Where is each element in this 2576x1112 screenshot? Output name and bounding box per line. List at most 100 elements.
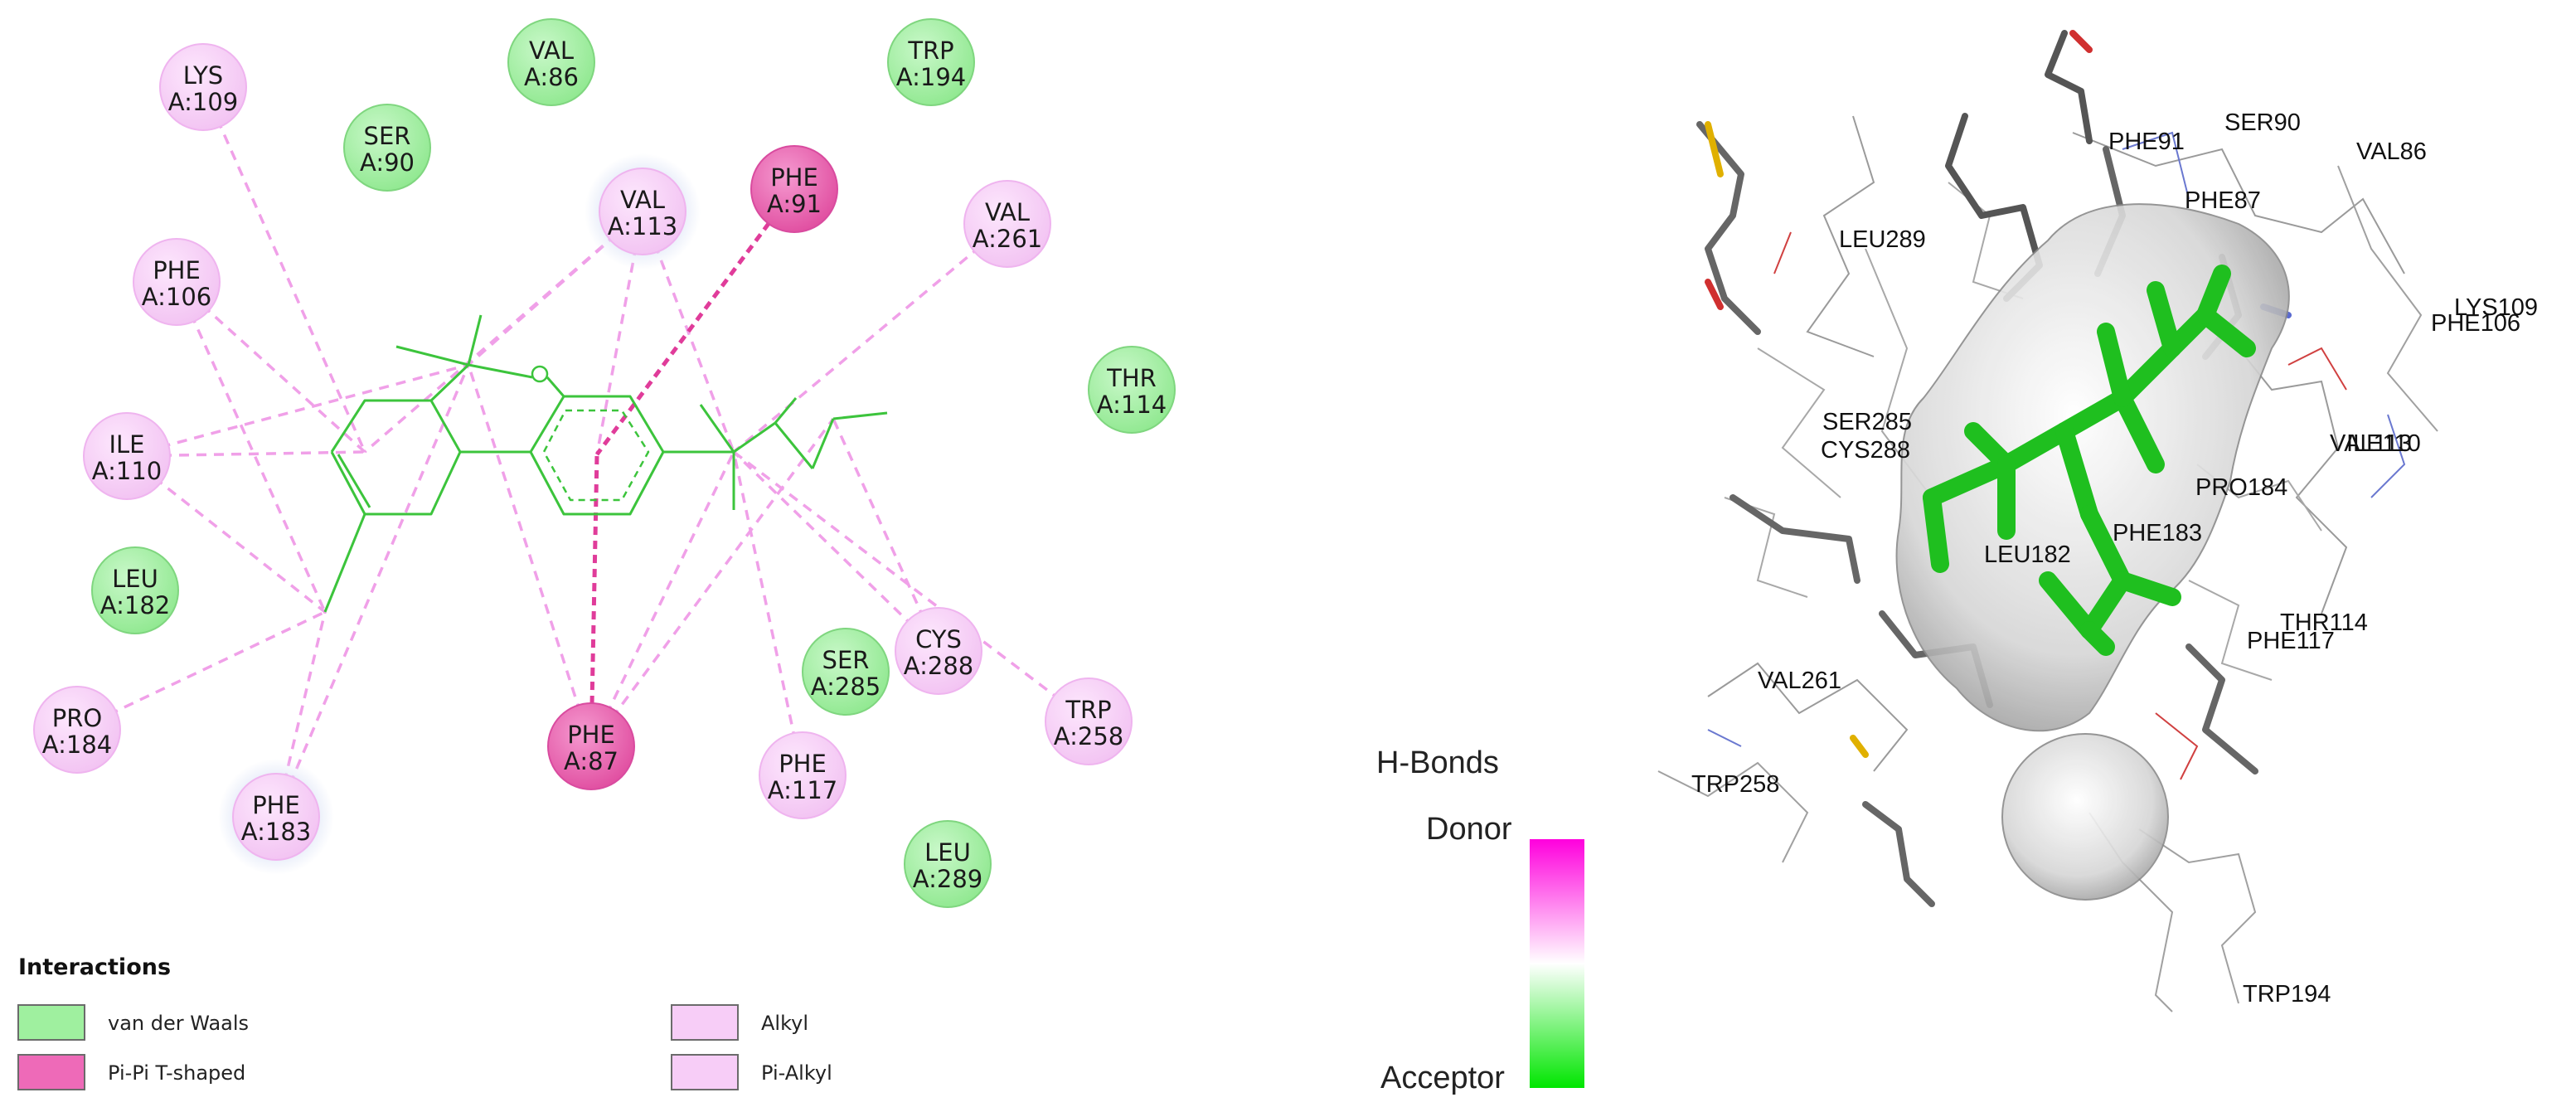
ligand-3d	[1923, 265, 2256, 656]
legend-swatch-vdw	[17, 1004, 85, 1041]
residue-number: A:285	[811, 673, 880, 701]
interaction-line-pro184-alkyl	[76, 610, 326, 731]
residue-disc	[343, 104, 431, 192]
residue-name: PHE	[770, 163, 818, 192]
residue-disc	[904, 820, 992, 908]
legend-label-pipi: Pi-Pi T-shaped	[108, 1061, 245, 1085]
interaction-line-phe117-alkyl	[732, 451, 804, 776]
interaction-line-phe87-pipi	[589, 454, 599, 747]
residue-name: PHE	[252, 791, 300, 819]
residue-name: PHE	[567, 721, 615, 749]
residue-disc	[83, 412, 171, 500]
residue-disc	[750, 145, 838, 233]
hbond-color-key: H-Bonds Donor Acceptor	[1376, 745, 1584, 1095]
residue-disc	[33, 686, 121, 774]
label-3d-phe117: PHE117	[2247, 628, 2335, 654]
residue-name: VAL	[529, 36, 574, 65]
interaction-line-phe87-alkyl	[467, 364, 593, 747]
interaction-line-val113-alkyl	[363, 210, 644, 454]
residue-number: A:182	[100, 591, 170, 619]
residue-number: A:91	[767, 190, 822, 218]
legend-swatch-alkyl	[671, 1004, 739, 1041]
residue-disc	[887, 18, 975, 106]
residue-disc	[133, 238, 221, 326]
interaction-line-ile110-alkyl	[126, 363, 469, 458]
label-3d-pro184: PRO184	[2195, 474, 2287, 501]
residue-disc	[802, 628, 890, 716]
residue-name: PHE	[153, 256, 201, 284]
residue-name: PHE	[779, 750, 827, 778]
residue-number: A:87	[564, 747, 619, 775]
label-3d-val86: VAL86	[2356, 138, 2427, 165]
residue-number: A:289	[913, 865, 982, 893]
interaction-line-phe106-alkyl	[175, 281, 327, 613]
interaction-line-val261-alkyl	[732, 222, 1009, 454]
interaction-line-phe91-pipi	[594, 187, 797, 456]
hbond-acceptor-label: Acceptor	[1380, 1061, 1505, 1095]
residue-number: A:117	[768, 776, 837, 804]
label-3d-phe183: PHE183	[2113, 520, 2202, 546]
residue-number: A:184	[42, 731, 112, 759]
label-3d-cys288: CYS288	[1821, 437, 1910, 464]
residue-name: VAL	[985, 198, 1030, 226]
interaction-line-cys288-alkyl	[732, 450, 940, 653]
residue-number: A:90	[360, 148, 415, 177]
residue-number: A:183	[241, 818, 311, 846]
legend-swatch-pi-alkyl	[671, 1054, 739, 1090]
residue-wireframe	[1657, 115, 2438, 1012]
residue-name: THR	[1106, 364, 1157, 392]
label-3d-lys109: LYS109	[2454, 294, 2538, 321]
legend-label-vdw: van der Waals	[108, 1012, 249, 1035]
residue-disc	[759, 731, 847, 819]
interaction-line-phe183-alkyl	[274, 364, 470, 818]
residue-disc	[1045, 677, 1133, 765]
label-3d-leu289: LEU289	[1839, 226, 1926, 253]
residue-disc	[507, 18, 595, 106]
residue-disc	[895, 607, 982, 695]
residue-name: VAL	[620, 186, 665, 214]
interactions-legend: Interactions van der Waals Pi-Pi T-shape…	[17, 954, 832, 1090]
residue-name: SER	[364, 122, 411, 150]
residue-disc	[1088, 346, 1176, 434]
residue-name: LEU	[112, 565, 158, 593]
residue-number: A:194	[896, 63, 966, 91]
residue-number: A:86	[524, 63, 579, 91]
residue-name: TRP	[907, 36, 953, 65]
interaction-lines	[76, 86, 1090, 818]
label-3d-val113: VAL113	[2330, 430, 2412, 457]
interaction-line-phe87-alkyl	[589, 451, 735, 747]
label-3d-leu182: LEU182	[1984, 541, 2071, 568]
label-3d-val261: VAL261	[1758, 668, 1841, 694]
hbond-gradient-bar	[1530, 839, 1584, 1088]
residue-number: A:288	[904, 652, 973, 680]
label-3d-phe91: PHE91	[2108, 129, 2185, 155]
interaction-line-phe87-alkyl	[589, 417, 835, 748]
interaction-diagram-2d: LYSA:109VALA:86TRPA:194SERA:90VALA:113PH…	[33, 18, 1176, 908]
molecular-surface	[1895, 203, 2290, 901]
residue-number: A:110	[92, 457, 162, 485]
residue-disc	[547, 702, 635, 790]
binding-pocket-3d: PHE91 SER90 VAL86 PHE87 LEU289 LYS109 PH…	[1657, 30, 2538, 1012]
residue-disc	[963, 180, 1051, 268]
residue-disc	[599, 168, 686, 255]
residue-disc	[91, 546, 179, 634]
label-3d-trp194: TRP194	[2243, 981, 2331, 1008]
legend-label-pi-alkyl: Pi-Alkyl	[761, 1061, 832, 1085]
residue-name: CYS	[915, 625, 962, 653]
interaction-line-lys109-alkyl	[201, 86, 366, 453]
